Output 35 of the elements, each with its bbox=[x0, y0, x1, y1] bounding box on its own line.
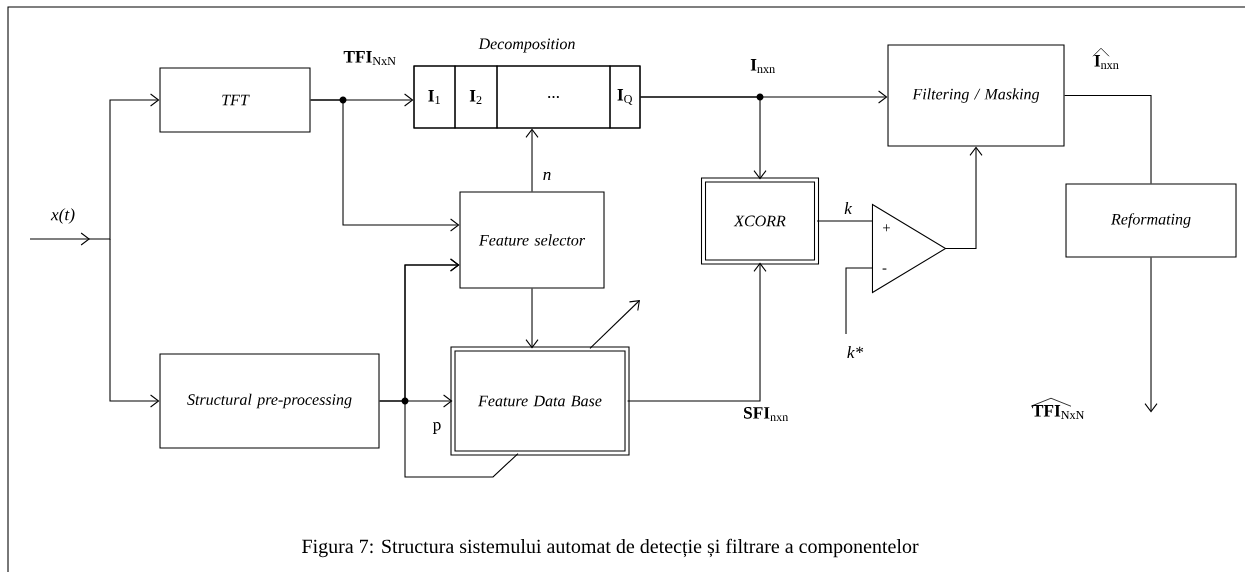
process-box: Filtering / Masking bbox=[887, 44, 1065, 147]
arrow bbox=[29, 93, 160, 246]
component-cell: I$_{1}$ bbox=[413, 65, 456, 129]
component-cell: I$_{2}$ bbox=[454, 65, 498, 129]
arrow bbox=[589, 300, 640, 349]
caption: Figura 7: Structura sistemului automat de detecție și filtrare a componentelor bbox=[302, 538, 919, 558]
process-box: Reformating bbox=[1065, 183, 1237, 258]
process-box: TFT bbox=[159, 67, 311, 133]
edge-label: k bbox=[842, 200, 854, 216]
arrow bbox=[404, 258, 519, 478]
double-bordered-box: Feature Data Base bbox=[450, 346, 630, 456]
process-box: Structural pre-processing bbox=[159, 353, 380, 449]
process-box: Feature selector bbox=[459, 191, 605, 289]
node-label: Decomposition bbox=[478, 38, 575, 53]
edge-label: k* bbox=[845, 344, 865, 360]
arrow bbox=[640, 96, 767, 180]
component-cell: I$_{Q}$ bbox=[609, 65, 641, 129]
double-bordered-box: XCORR bbox=[700, 177, 820, 265]
arrow bbox=[945, 146, 983, 250]
edge-label: x(t) bbox=[49, 206, 77, 226]
arrow bbox=[525, 288, 539, 349]
arrow bbox=[310, 99, 460, 232]
edge-label: TFI$_{NxN}$ bbox=[1030, 397, 1087, 421]
arrow bbox=[627, 262, 767, 402]
edge-label: TFI$_{NxN}$ bbox=[342, 49, 398, 67]
arrow bbox=[525, 128, 539, 192]
edge-label: I$_{nxn}$ bbox=[748, 57, 778, 75]
component-cell: ... bbox=[496, 65, 611, 129]
edge-label: I$_{nxn}$ bbox=[1092, 47, 1121, 71]
arrow bbox=[109, 238, 160, 408]
edge-label: p bbox=[431, 420, 443, 436]
edge-label: n bbox=[541, 170, 553, 182]
comparator-triangle: + - bbox=[871, 203, 947, 294]
arrow bbox=[1144, 257, 1158, 413]
edge-label: SFI$_{nxn}$ bbox=[741, 405, 791, 423]
